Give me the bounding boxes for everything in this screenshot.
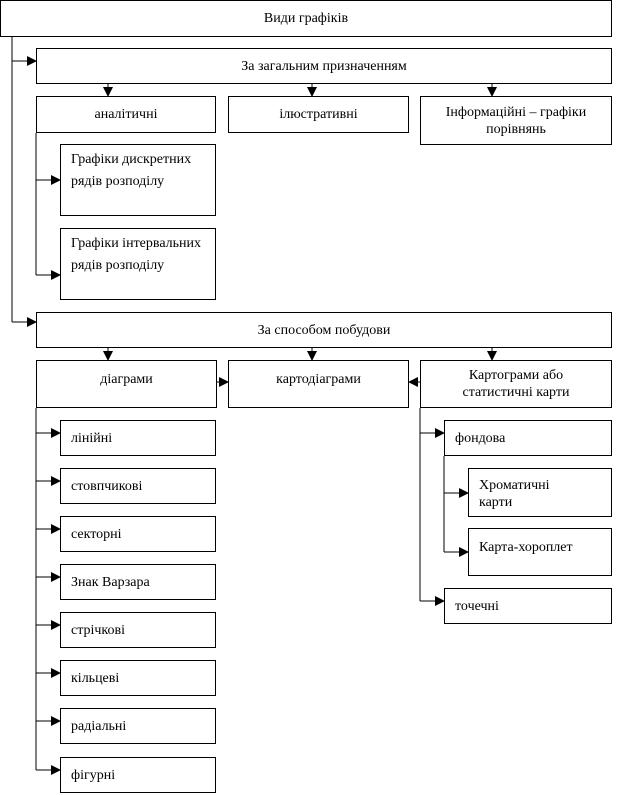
discrete-series-node: Графіки дискретних рядів розподілу: [60, 144, 216, 216]
analytical-node: аналітичні: [36, 96, 216, 133]
by-purpose-node: За загальним призначенням: [36, 48, 612, 84]
diagram-type-varzar: Знак Варзара: [60, 564, 216, 600]
diagram-type-linear: лінійні: [60, 420, 216, 456]
diagram-type-sector: секторні: [60, 516, 216, 552]
diagram-type-ring: кільцеві: [60, 660, 216, 696]
interval-series-node: Графіки інтервальних рядів розподілу: [60, 228, 216, 300]
root-node: Види графіків: [0, 0, 612, 37]
by-construction-node: За способом побудови: [36, 312, 612, 348]
background-node: фондова: [444, 420, 612, 456]
cartodiagrams-node: картодіаграми: [228, 360, 409, 408]
diagram-type-bar: стовпчикові: [60, 468, 216, 504]
illustrative-node: ілюстративні: [228, 96, 409, 133]
cartograms-node: Картограми або статистичні карти: [420, 360, 612, 408]
diagram-type-figure: фігурні: [60, 757, 216, 793]
informational-node: Інформаційні – графіки порівнянь: [420, 96, 612, 145]
diagrams-node: діаграми: [36, 360, 217, 408]
diagram-type-strip: стрічкові: [60, 612, 216, 648]
chromatic-maps-node: Хроматичні карти: [468, 468, 612, 517]
dot-maps-node: точечні: [444, 588, 612, 624]
choropleth-node: Карта-хороплет: [468, 528, 612, 576]
diagram-type-radial: радіальні: [60, 708, 216, 744]
